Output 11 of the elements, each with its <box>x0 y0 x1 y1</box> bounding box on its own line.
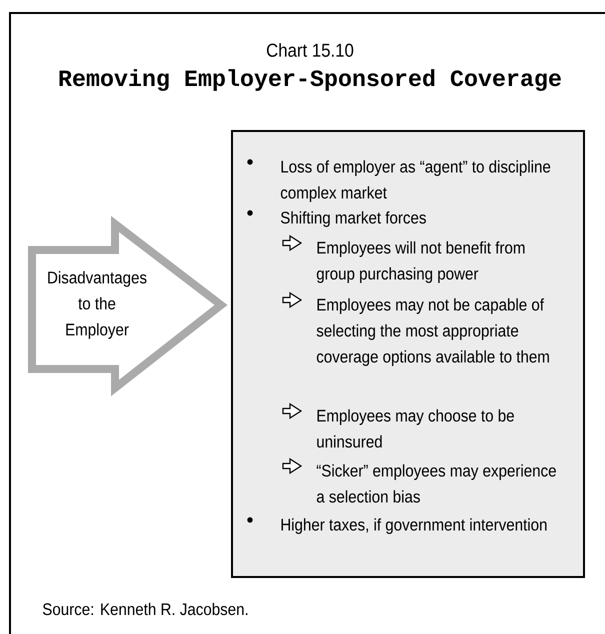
chart-number: Chart 15.10 <box>266 43 354 57</box>
bullet-text: Higher taxes, if government intervention <box>282 518 546 534</box>
bullet-text: Shifting market forces <box>280 211 426 227</box>
bullet-text: “Sicker” employees may experience a selection bias <box>316 464 556 503</box>
bullet-list-box <box>231 130 585 578</box>
bullet-text: Employees may not be capable of selecting the most appropriate coverage options available to them <box>316 298 549 366</box>
source-note: Source: Kenneth R. Jacobsen. <box>42 602 248 616</box>
bullet-text: Employees will not benefit from group purchasing power <box>316 241 524 283</box>
bullet-text: Loss of employer as “agent” to discipline complex market <box>280 160 550 202</box>
title: Removing Employer-Sponsored Coverage <box>60 69 561 91</box>
bullet-text: Employees may choose to be uninsured <box>317 409 514 448</box>
